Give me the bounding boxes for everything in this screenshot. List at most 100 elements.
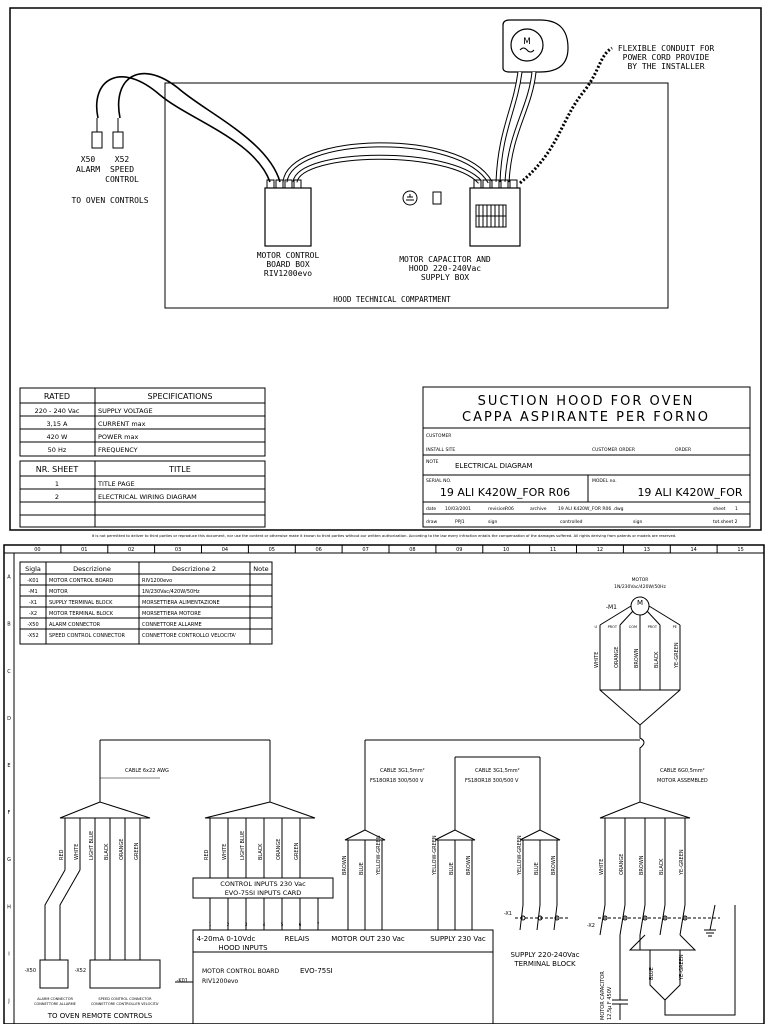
svg-text:YELLOW-GREEN: YELLOW-GREEN [517, 835, 523, 876]
descrizione-header: Descrizione [73, 565, 111, 573]
sign2-label: sign [633, 519, 642, 525]
hood-inputs-pins: 1 2 3 4 5 6 7 [209, 922, 320, 927]
hood-compartment-box [164, 82, 669, 309]
component-table: Sigla Descrizione Descrizione 2 Note -K0… [19, 561, 273, 645]
column-number: 11 [550, 547, 556, 553]
svg-text:BLUE: BLUE [649, 967, 655, 980]
alarm-label: ALARM [76, 165, 100, 174]
svg-text:BROWN: BROWN [342, 855, 348, 875]
column-number: 05 [269, 547, 275, 553]
model-label: MODEL no. [592, 478, 617, 484]
row-letter: E [7, 763, 10, 769]
motor-m-symbol: M [637, 599, 643, 607]
motor-control-board-box [264, 187, 312, 247]
svg-text:BLACK: BLACK [258, 843, 264, 860]
cable-4a-label: CABLE 6G0,5mm² [660, 768, 705, 774]
column-number: 15 [737, 547, 743, 553]
svg-text:1: 1 [209, 922, 212, 927]
svg-text:ORANGE: ORANGE [614, 647, 620, 668]
svg-text:3: 3 [245, 922, 248, 927]
x50-label-1: ALARM CONNECTOR [37, 997, 73, 1001]
wire-group-6: WHITE ORANGE BROWN BLACK YE-GREEN [599, 801, 691, 905]
cable-2b-label: FS18OR18 300/500 V [370, 778, 424, 784]
sigla-cell: -X50 [27, 622, 38, 628]
row-letter: H [7, 904, 11, 910]
descr2-cell: RIV1200evo [142, 578, 172, 584]
svg-text:WHITE: WHITE [599, 859, 605, 875]
board-line-2: RIV1200evo [202, 978, 239, 985]
svg-text:BLUE: BLUE [534, 862, 540, 875]
svg-text:YE-GREEN: YE-GREEN [679, 954, 685, 981]
motor-symbol: M [523, 37, 531, 47]
model-value: 19 ALI K420W_FOR [637, 486, 742, 499]
sheet-number-cell: 2 [55, 493, 59, 501]
conduit-label-3: BY THE INSTALLER [627, 62, 704, 71]
ground-icon [402, 190, 418, 206]
hood-inputs-line-1: 4-20mA 0-10Vdc [197, 935, 256, 943]
cable-4b-label: MOTOR ASSEMBLED [657, 778, 708, 784]
inputs-card-line-1: CONTROL INPUTS 230 Vac [220, 880, 306, 888]
spec-header: SPECIFICATIONS [148, 392, 213, 401]
cable-3a-label: CABLE 3G1,5mm² [475, 768, 520, 774]
svg-text:BLUE: BLUE [449, 862, 455, 875]
rated-cell: 420 W [47, 433, 68, 441]
column-number: 13 [644, 547, 650, 553]
revision-value: R06 [505, 506, 514, 512]
svg-text:BLUE: BLUE [359, 862, 365, 875]
motor-label-2: 1N/230Vac/420W/50Hz [614, 584, 666, 590]
motor-capacitor: MOTOR CAPACITOR 12,5μ F 450V BLUE YE-GRE… [600, 905, 736, 1020]
motor-control-board-block [192, 951, 494, 1024]
column-number: 03 [175, 547, 181, 553]
cable-1-label: CABLE 6x22 AWG [125, 768, 169, 774]
row-letter: C [7, 669, 11, 675]
column-number: 06 [316, 547, 322, 553]
cable-3b-label: FS18OR18 300/500 V [465, 778, 519, 784]
serial-value: 19 ALI K420W_FOR R06 [440, 486, 570, 499]
inputs-card [192, 877, 334, 899]
capacitor-icon [612, 935, 628, 1020]
x52-label: X52 [115, 155, 130, 164]
sigla-header: Sigla [25, 565, 41, 573]
x52-connector [112, 131, 124, 149]
descr2-cell: CONNETTORE CONTROLLO VELOCITA' [142, 633, 236, 639]
svg-text:WHITE: WHITE [222, 844, 228, 860]
sheet-title-cell: TITLE PAGE [97, 480, 135, 488]
title-block: SUCTION HOOD FOR OVEN CAPPA ASPIRANTE PE… [422, 386, 751, 528]
spec-cell: CURRENT max [98, 420, 146, 428]
archive-label: archive [530, 506, 547, 512]
revision-label: revision [488, 506, 506, 512]
svg-text:PROT: PROT [648, 625, 658, 629]
to-remote-controls: TO OVEN REMOTE CONTROLS [47, 1012, 153, 1020]
board-model: EVO-75SI [300, 967, 333, 975]
descr-cell: MOTOR [49, 589, 68, 595]
svg-text:BLACK: BLACK [659, 858, 665, 875]
note-header: Note [253, 565, 268, 573]
note-label: NOTE [426, 459, 439, 465]
svg-text:RED: RED [204, 849, 210, 860]
capacitor-label-1: MOTOR CAPACITOR AND [399, 255, 491, 264]
sheet-value: 1 [735, 506, 738, 512]
ground-icon [704, 904, 716, 937]
svg-text:BLACK: BLACK [104, 843, 110, 860]
row-letter: I [8, 951, 9, 957]
svg-text:PE: PE [673, 625, 677, 629]
svg-text:BROWN: BROWN [634, 648, 640, 668]
svg-text:BROWN: BROWN [639, 855, 645, 875]
svg-text:YELLOW-GREEN: YELLOW-GREEN [376, 835, 382, 876]
terminal-block-x2: -X2 [587, 904, 720, 937]
svg-text:LIGHT BLUE: LIGHT BLUE [89, 831, 95, 860]
column-number: 01 [81, 547, 87, 553]
riv-label: RIV1200evo [264, 269, 312, 278]
archive-value: 19 ALI K420W_FOR R06 .dwg [558, 506, 624, 512]
svg-text:ORANGE: ORANGE [276, 839, 282, 860]
capacitor-label-2: HOOD 220-240Vac [409, 264, 481, 273]
cable-6x22-rail [99, 739, 271, 802]
flexible-conduit [519, 46, 613, 185]
sheet-table: NR. SHEET TITLE 1 TITLE PAGE 2 ELECTRICA… [19, 460, 266, 528]
descr2-cell: MORSETTIERA MOTORE [142, 611, 201, 617]
x52-tag: -X52 [75, 968, 86, 974]
power-cable-rails [364, 739, 641, 830]
date-label: date [426, 506, 436, 512]
